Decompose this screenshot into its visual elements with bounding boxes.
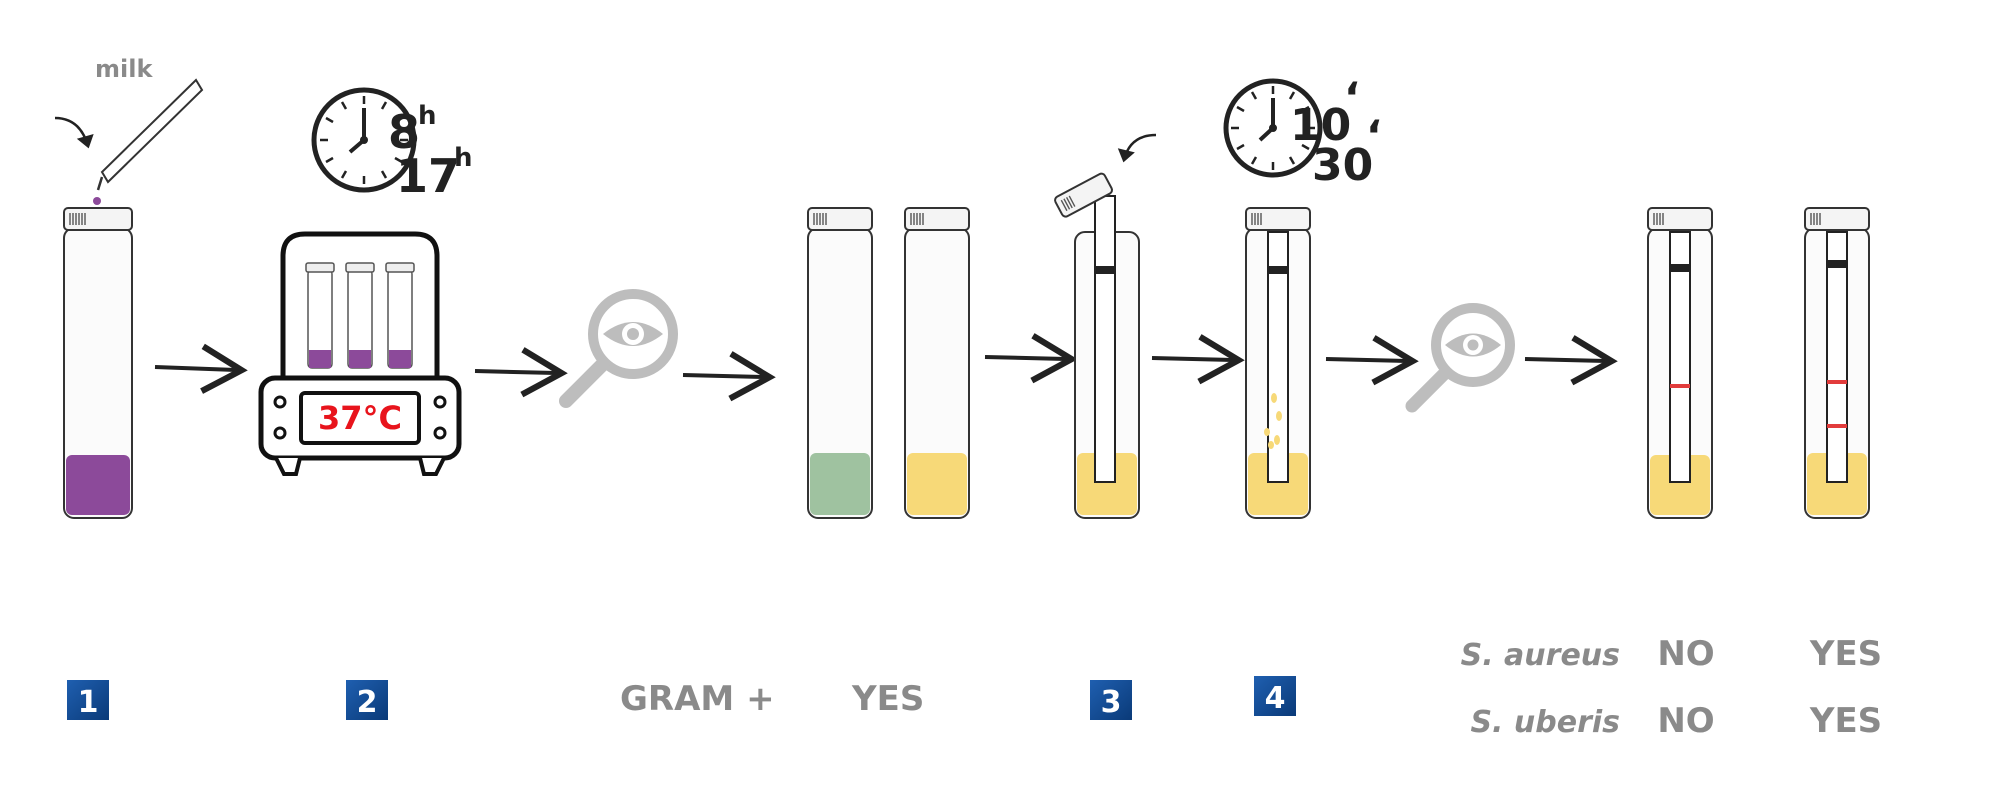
result-vial-negative (1647, 207, 1713, 519)
clock1-top-unit: h (418, 101, 437, 131)
clock-icon (311, 87, 417, 193)
organism-label-aureus: S. aureus (1461, 638, 1620, 673)
step-badge-3: 3 (1090, 680, 1132, 720)
step-number: 3 (1101, 685, 1122, 720)
clock-icon (1223, 78, 1323, 178)
test-strip-icon (1267, 231, 1289, 483)
step1-vial (63, 207, 133, 519)
result-uberis-no: NO (1657, 701, 1714, 741)
milk-label: milk (95, 55, 153, 83)
step-number: 1 (78, 685, 99, 720)
clock1-top-value: 8 (388, 105, 420, 159)
magnifier-eye-icon (559, 289, 678, 408)
clock1-bottom-value: 17 (396, 149, 460, 203)
arrow-icon (1325, 335, 1419, 386)
arrow-icon (682, 351, 776, 402)
green-vial (807, 207, 873, 519)
pipette-icon (93, 78, 204, 205)
step4-vial (1245, 207, 1311, 519)
incubator-temperature: 37°C (318, 399, 402, 437)
step-badge-2: 2 (346, 680, 388, 720)
arrow-icon (984, 333, 1078, 384)
incubator-vials (305, 262, 415, 369)
step-number: 2 (357, 685, 378, 720)
magnifier-eye-icon (1405, 303, 1515, 413)
curved-arrow-icon (1117, 133, 1157, 163)
gram-yes-label: YES (851, 679, 924, 719)
organism-label-uberis: S. uberis (1470, 705, 1620, 740)
result-aureus-yes: YES (1809, 634, 1882, 674)
step3-vial (1054, 172, 1140, 519)
arrow-icon (1524, 335, 1618, 386)
step-badge-4: 4 (1254, 676, 1296, 716)
rising-drops (1264, 393, 1282, 449)
arrow-icon (154, 343, 248, 394)
result-vial-positive (1804, 207, 1870, 519)
tilted-cap (1054, 172, 1114, 218)
step-badge-1: 1 (67, 680, 109, 720)
clock2-bottom-value: 30 (1312, 140, 1373, 191)
result-aureus-no: NO (1657, 634, 1714, 674)
arrow-icon (1151, 334, 1245, 385)
step-number: 4 (1265, 681, 1286, 716)
curved-arrow-icon (54, 116, 94, 149)
clock1-bottom-unit: h (454, 143, 473, 173)
clock2-bottom-unit: ʻ (1366, 111, 1382, 160)
clock2-top-value: 10 (1290, 100, 1351, 151)
test-strip-icon (1826, 231, 1848, 483)
clock2-top-unit: ʻ (1344, 73, 1360, 122)
test-strip-icon (1094, 195, 1116, 483)
gram-positive-label: GRAM + (620, 679, 775, 719)
incubator-icon (258, 231, 462, 476)
result-uberis-yes: YES (1809, 701, 1882, 741)
arrow-icon (474, 347, 568, 398)
test-strip-icon (1669, 231, 1691, 483)
yellow-vial (904, 207, 970, 519)
